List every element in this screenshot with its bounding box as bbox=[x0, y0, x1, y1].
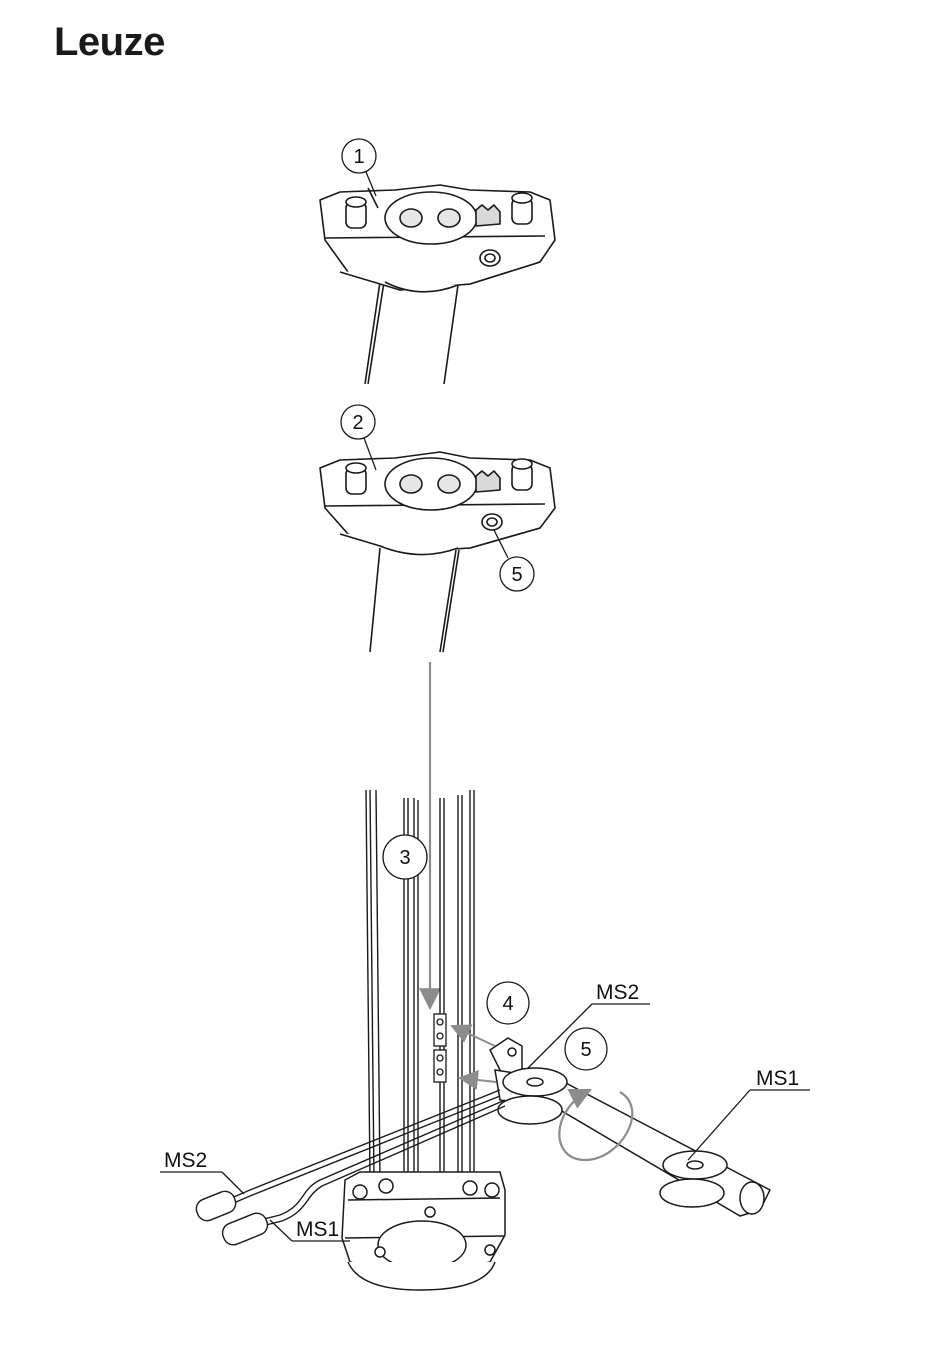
label-ms2-left: MS2 bbox=[160, 1149, 244, 1194]
callout-5-bottom-label: 5 bbox=[580, 1039, 591, 1061]
callout-1-label: 1 bbox=[353, 146, 364, 168]
arrow-4-b bbox=[460, 1078, 496, 1082]
callout-4-label: 4 bbox=[502, 993, 513, 1015]
column-base bbox=[342, 1172, 505, 1290]
device-second-view bbox=[320, 452, 555, 652]
label-ms1-right: MS1 bbox=[688, 1067, 810, 1160]
ms2-right-text: MS2 bbox=[596, 981, 639, 1004]
connector-ms1 bbox=[220, 1210, 271, 1248]
callout-5-top-label: 5 bbox=[511, 564, 522, 586]
device-top-view bbox=[320, 185, 555, 384]
callout-4: 4 bbox=[487, 982, 529, 1024]
callout-2-label: 2 bbox=[352, 412, 363, 434]
callout-3: 3 bbox=[383, 835, 427, 879]
ms1-left-text: MS1 bbox=[296, 1218, 339, 1241]
connector-ms2 bbox=[193, 1188, 238, 1223]
ms2-left-text: MS2 bbox=[164, 1149, 207, 1172]
ms1-right-text: MS1 bbox=[756, 1067, 799, 1090]
callout-5-bottom: 5 bbox=[565, 1028, 607, 1070]
callout-1: 1 bbox=[342, 139, 376, 196]
callout-3-label: 3 bbox=[399, 847, 410, 869]
